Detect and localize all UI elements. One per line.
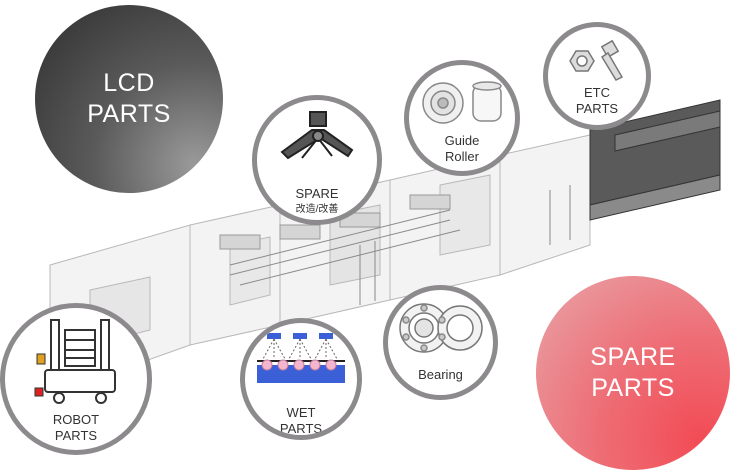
wet-parts-line1: WET xyxy=(286,405,316,420)
wet-parts-line2: PARTS xyxy=(279,421,323,436)
guide-roller-line1: Guide xyxy=(444,133,480,148)
category-wet-parts[interactable]: WET PARTS xyxy=(240,318,362,440)
lcd-parts-line1: LCD xyxy=(103,69,155,97)
robot-parts-line1: ROBOT xyxy=(52,412,100,427)
spare-mod-line2: 改造/改善 xyxy=(295,204,339,215)
bearing-label: Bearing xyxy=(418,367,463,382)
robot-cart-icon xyxy=(34,319,116,404)
etc-parts-line1: ETC xyxy=(584,85,610,100)
category-robot-parts[interactable]: ROBOT PARTS xyxy=(0,303,152,455)
robot-parts-line2: PARTS xyxy=(54,428,98,443)
category-etc-parts[interactable]: ETC PARTS xyxy=(543,22,651,130)
bolt-nut-icon xyxy=(569,39,624,81)
bearing-icon xyxy=(399,303,483,353)
category-guide-roller[interactable]: Guide Roller xyxy=(404,60,520,176)
robot-arm-icon xyxy=(280,111,354,160)
category-spare-modification[interactable]: SPARE 改造/改善 xyxy=(252,95,382,225)
spare-parts-line1: SPARE xyxy=(590,343,676,371)
roller-icon xyxy=(422,81,502,124)
spare-parts-line2: PARTS xyxy=(591,374,675,402)
wet-spray-icon xyxy=(257,333,345,383)
lcd-parts-title-circle: LCD PARTS xyxy=(35,5,223,193)
guide-roller-line2: Roller xyxy=(445,149,479,164)
category-bearing[interactable]: Bearing xyxy=(383,285,498,400)
spare-mod-line1: SPARE xyxy=(295,186,339,201)
etc-parts-line2: PARTS xyxy=(575,101,619,116)
lcd-parts-line2: PARTS xyxy=(87,100,171,128)
spare-parts-accent-circle: SPARE PARTS xyxy=(536,276,730,470)
